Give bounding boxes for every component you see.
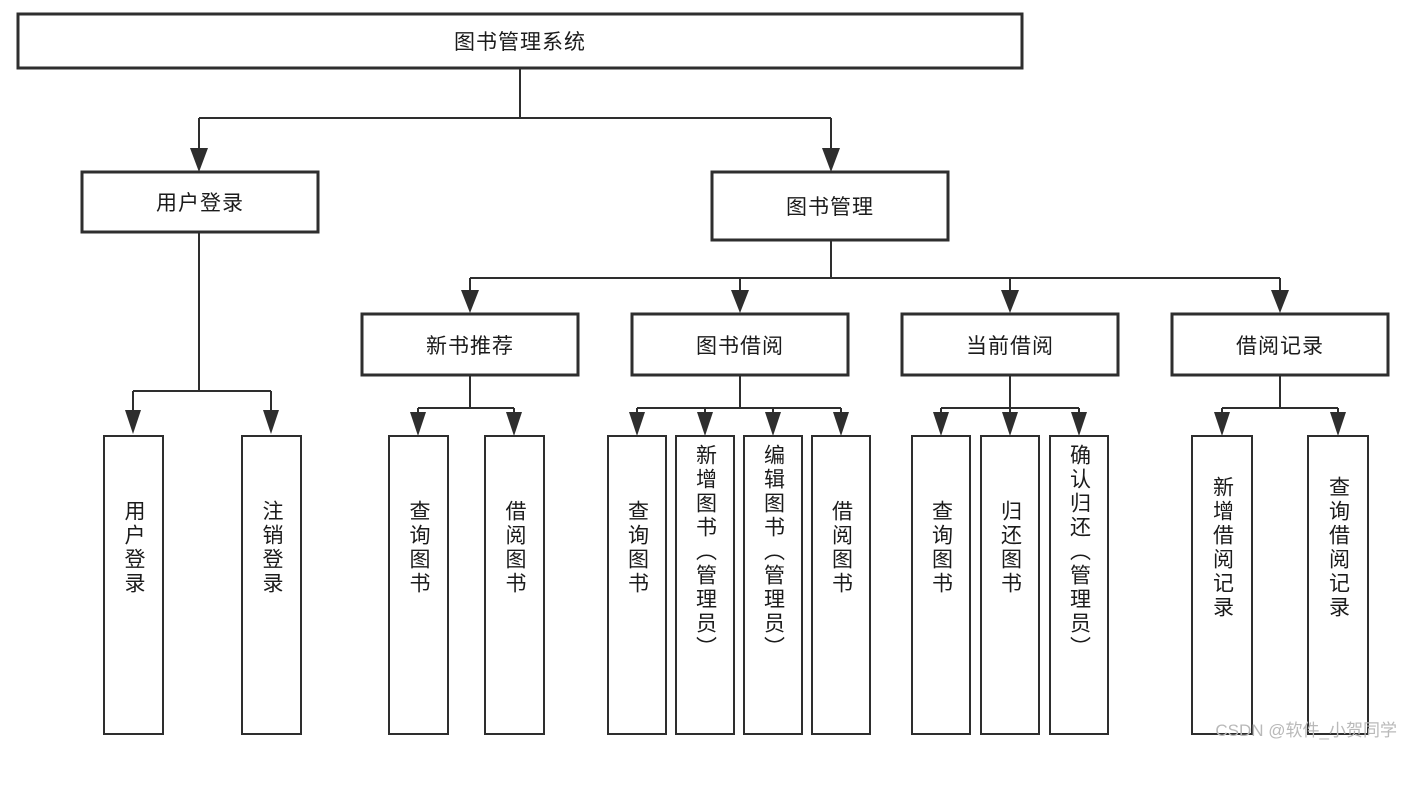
arrow-head-leaf-edit-book-admin <box>765 412 781 436</box>
node-box-book-manage[interactable] <box>710 170 950 242</box>
connector-root-to-level2 <box>190 68 840 172</box>
arrow-head-leaf-query-borrow-record <box>1330 412 1346 436</box>
connector-book-manage-to-level3 <box>461 240 1289 313</box>
node-box-borrow-record[interactable] <box>1170 312 1390 377</box>
arrow-head-leaf-return-book <box>1002 412 1018 436</box>
arrow-head-current-borrow <box>1001 290 1019 313</box>
connector-new-book-recommend-to-leaves <box>410 375 522 436</box>
node-box-leaf-query-borrow-record[interactable] <box>1306 434 1370 736</box>
node-box-leaf-add-borrow-record[interactable] <box>1190 434 1254 736</box>
node-box-leaf-query-book-1[interactable] <box>387 434 450 736</box>
arrow-head-new-book-recommend <box>461 290 479 313</box>
arrow-head-book-manage <box>822 148 840 172</box>
diagram-canvas: 图书管理系统 用户登录 图书管理 新书推荐 图书借阅 当前借阅 借阅记录 用户登… <box>16 12 1397 740</box>
node-box-leaf-edit-book-admin[interactable] <box>742 434 804 736</box>
node-box-leaf-logout[interactable] <box>240 434 303 736</box>
arrow-head-user-login <box>190 148 208 172</box>
node-box-current-borrow[interactable] <box>900 312 1120 377</box>
arrow-head-leaf-logout <box>263 410 279 434</box>
node-box-book-borrow[interactable] <box>630 312 850 377</box>
arrow-head-leaf-user-login <box>125 410 141 434</box>
connector-book-borrow-to-leaves <box>629 375 849 436</box>
arrow-head-leaf-add-book-admin <box>697 412 713 436</box>
connector-borrow-record-to-leaves <box>1214 375 1346 436</box>
node-box-leaf-query-book-3[interactable] <box>910 434 972 736</box>
hierarchy-diagram-svg <box>16 12 1390 736</box>
arrow-head-leaf-borrow-book-1 <box>506 412 522 436</box>
node-box-leaf-return-book[interactable] <box>979 434 1041 736</box>
arrow-head-leaf-confirm-return-admin <box>1071 412 1087 436</box>
node-box-user-login[interactable] <box>80 170 320 234</box>
arrow-head-leaf-query-book-2 <box>629 412 645 436</box>
node-box-root[interactable] <box>16 12 1024 70</box>
arrow-head-leaf-query-book-3 <box>933 412 949 436</box>
node-box-leaf-query-book-2[interactable] <box>606 434 668 736</box>
node-box-new-book-recommend[interactable] <box>360 312 580 377</box>
arrow-head-leaf-add-borrow-record <box>1214 412 1230 436</box>
arrow-head-book-borrow <box>731 290 749 313</box>
node-box-leaf-borrow-book-1[interactable] <box>483 434 546 736</box>
node-box-leaf-add-book-admin[interactable] <box>674 434 736 736</box>
arrow-head-borrow-record <box>1271 290 1289 313</box>
arrow-head-leaf-query-book-1 <box>410 412 426 436</box>
node-box-leaf-borrow-book-2[interactable] <box>810 434 872 736</box>
arrow-head-leaf-borrow-book-2 <box>833 412 849 436</box>
connector-current-borrow-to-leaves <box>933 375 1087 436</box>
node-box-leaf-user-login[interactable] <box>102 434 165 736</box>
connector-user-login-to-leaves <box>125 232 279 434</box>
node-box-leaf-confirm-return-admin[interactable] <box>1048 434 1110 736</box>
